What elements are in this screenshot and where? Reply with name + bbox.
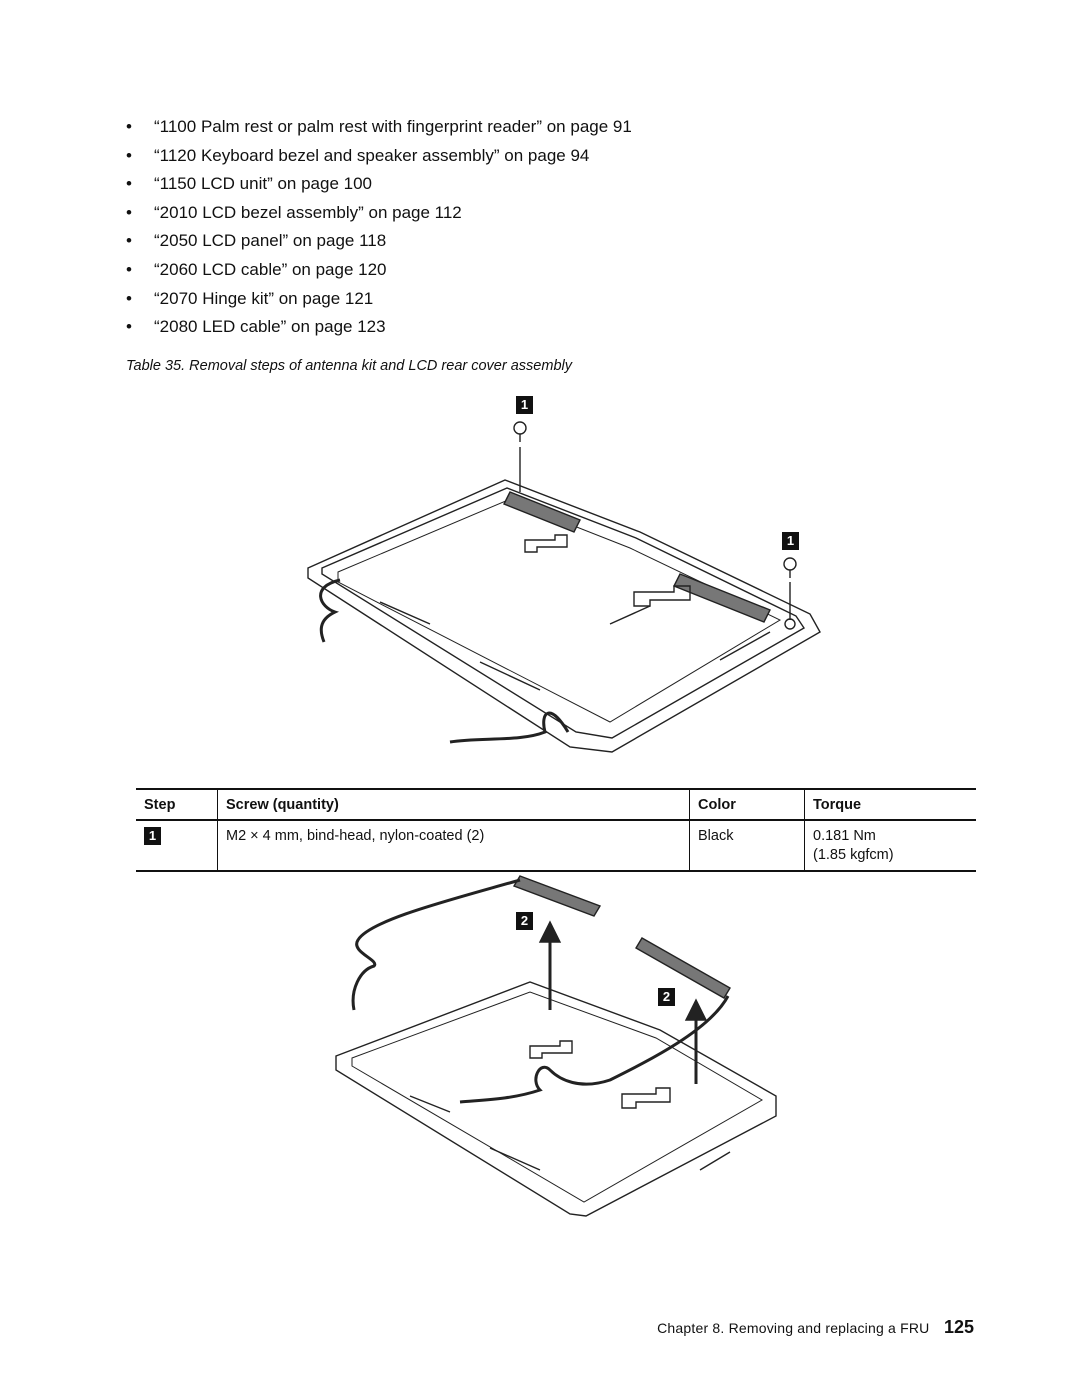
callout-1: 1 <box>782 532 799 550</box>
screw-table: Step Screw (quantity) Color Torque 1 M2 … <box>136 788 976 872</box>
table-caption: Table 35. Removal steps of antenna kit a… <box>126 358 572 374</box>
column-header: Torque <box>804 788 976 821</box>
list-item[interactable]: “2050 LCD panel” on page 118 <box>126 227 632 256</box>
column-header: Screw (quantity) <box>217 788 690 821</box>
list-item[interactable]: “1120 Keyboard bezel and speaker assembl… <box>126 142 632 171</box>
callout-1: 1 <box>516 396 533 414</box>
screw-cell: M2 × 4 mm, bind-head, nylon-coated (2) <box>217 820 690 872</box>
list-item[interactable]: “2080 LED cable” on page 123 <box>126 313 632 342</box>
rear-cover-illustration <box>307 421 821 753</box>
callout-2: 2 <box>516 912 533 930</box>
page-footer: Chapter 8. Removing and replacing a FRU … <box>657 1317 974 1338</box>
figure-rear-cover-screws: 1 1 <box>300 392 840 762</box>
callout-2: 2 <box>658 988 675 1006</box>
page-number: 125 <box>943 1317 974 1337</box>
list-item[interactable]: “1100 Palm rest or palm rest with finger… <box>126 113 632 142</box>
list-item[interactable]: “2010 LCD bezel assembly” on page 112 <box>126 199 632 228</box>
step-cell: 1 <box>136 820 218 872</box>
figure-antenna-kit-removal: 2 2 <box>330 870 790 1230</box>
list-item[interactable]: “2060 LCD cable” on page 120 <box>126 256 632 285</box>
table-row: 1 M2 × 4 mm, bind-head, nylon-coated (2)… <box>136 820 976 872</box>
column-header: Step <box>136 788 218 821</box>
list-item[interactable]: “2070 Hinge kit” on page 121 <box>126 285 632 314</box>
chapter-label: Chapter 8. Removing and replacing a FRU <box>657 1320 930 1336</box>
related-topics-list: “1100 Palm rest or palm rest with finger… <box>126 113 632 342</box>
torque-cell: 0.181 Nm (1.85 kgfcm) <box>804 820 976 872</box>
torque-value-alt: (1.85 kgfcm) <box>813 847 894 863</box>
table-header-row: Step Screw (quantity) Color Torque <box>136 788 976 821</box>
list-item[interactable]: “1150 LCD unit” on page 100 <box>126 170 632 199</box>
torque-value: 0.181 Nm <box>813 828 876 844</box>
column-header: Color <box>689 788 805 821</box>
antenna-kit-illustration <box>335 875 777 1217</box>
step-badge: 1 <box>144 827 161 845</box>
color-cell: Black <box>689 820 805 872</box>
